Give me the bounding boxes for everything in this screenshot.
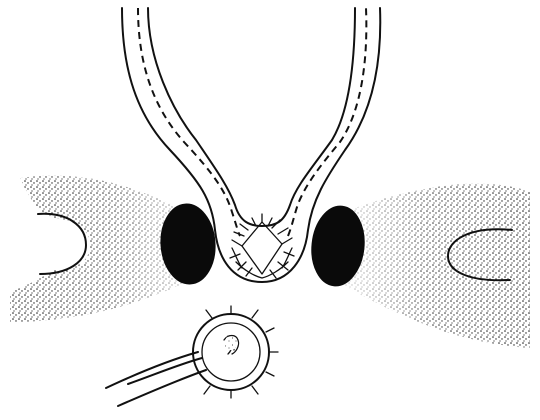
sac-stalk-outer	[106, 352, 198, 388]
crystal-spikes-top	[252, 214, 272, 226]
sac-inner-ring	[202, 323, 260, 381]
sac-nucleus-fill	[226, 336, 238, 350]
bottom-sac	[106, 306, 278, 406]
right-tissue	[338, 183, 530, 348]
right-tissue-fade	[338, 183, 530, 348]
sac-stalk-inner	[118, 370, 206, 406]
sac-outer-ring	[193, 314, 269, 390]
sac-spikes	[204, 306, 278, 398]
tube-inner-wall	[148, 8, 355, 226]
